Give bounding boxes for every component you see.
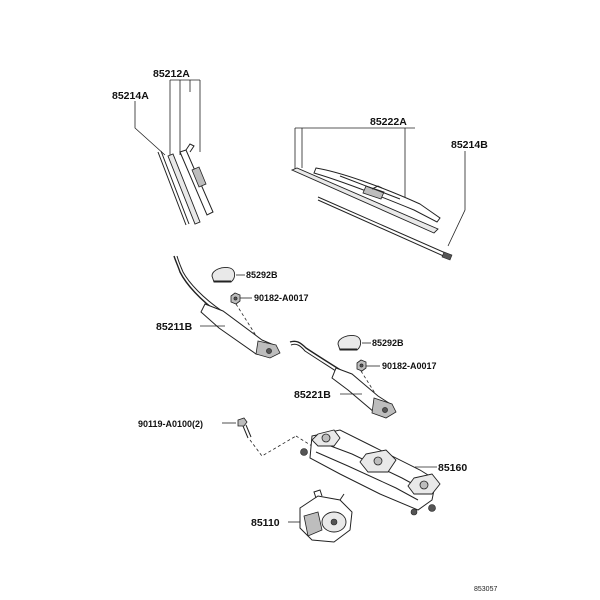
blade-left-body xyxy=(167,153,201,225)
motor-body xyxy=(303,511,323,537)
link-center-hub xyxy=(373,456,383,466)
arm-left-pivot xyxy=(266,348,272,354)
bolt-shaft xyxy=(242,424,252,439)
arm-right-rod xyxy=(289,340,351,377)
motor-detail xyxy=(313,489,345,501)
arm-right-pivot xyxy=(382,407,388,413)
bolt-group xyxy=(222,417,313,457)
cap-lower-group xyxy=(337,335,371,351)
label-85160: 85160 xyxy=(438,462,467,474)
cap-upper-shape xyxy=(211,267,236,283)
left-wiper-blade-group xyxy=(134,79,214,226)
link-pivot-left-hub xyxy=(321,433,331,443)
cap-lower-shape xyxy=(337,335,362,351)
arm-left-group xyxy=(173,255,281,359)
label-90182-A0017-upper: 90182-A0017 xyxy=(254,293,309,303)
rubber-left-strip xyxy=(157,150,190,226)
bolt-dash-1 xyxy=(249,435,297,457)
label-85211B: 85211B xyxy=(156,321,193,333)
link-pivot-right-hub xyxy=(419,480,429,490)
bolt-dash-2 xyxy=(295,435,313,447)
blade-left-leader xyxy=(169,79,201,160)
rubber-right-strip xyxy=(317,196,451,259)
cap-upper-group xyxy=(211,267,245,283)
wiper-motor-group xyxy=(288,489,353,543)
nut-lower-group xyxy=(356,359,380,399)
blade-left-connector xyxy=(191,166,207,188)
label-85221B: 85221B xyxy=(294,389,331,401)
right-wiper-blade-group xyxy=(290,127,466,261)
label-90182-A0017-lower: 90182-A0017 xyxy=(382,361,437,371)
blade-right-leader xyxy=(294,127,415,200)
rubber-left-leader xyxy=(134,101,166,156)
nut-upper-hole xyxy=(233,296,238,301)
blade-left-frame xyxy=(179,149,214,216)
rubber-right-leader xyxy=(447,151,466,247)
label-90119-A0100: 90119-A0100(2) xyxy=(138,419,203,429)
link-grommet-3 xyxy=(410,508,418,516)
rubber-right-tip xyxy=(441,251,453,261)
label-85292B-lower: 85292B xyxy=(372,338,404,348)
blade-right-detail xyxy=(339,175,401,200)
wiper-link-assembly xyxy=(300,429,441,516)
arm-right-group xyxy=(289,340,397,419)
motor-shaft xyxy=(330,518,338,526)
label-85214B: 85214B xyxy=(451,139,488,151)
arm-left-rod-inner xyxy=(176,255,223,312)
label-85212A: 85212A xyxy=(153,68,190,80)
label-85110: 85110 xyxy=(251,517,280,529)
blade-right-connector xyxy=(362,185,385,200)
blade-left-clip xyxy=(185,143,195,153)
link-grommet-2 xyxy=(428,504,436,512)
arm-left-rod xyxy=(173,255,221,315)
link-grommet-1 xyxy=(300,448,308,456)
label-85214A: 85214A xyxy=(112,90,149,102)
nut-lower-hole xyxy=(359,363,364,368)
bolt-head xyxy=(237,417,248,427)
blade-right-lower xyxy=(290,167,439,234)
diagram-reference-code: 853057 xyxy=(474,586,497,593)
label-85222A: 85222A xyxy=(370,116,407,128)
label-85292B-upper: 85292B xyxy=(246,270,278,280)
